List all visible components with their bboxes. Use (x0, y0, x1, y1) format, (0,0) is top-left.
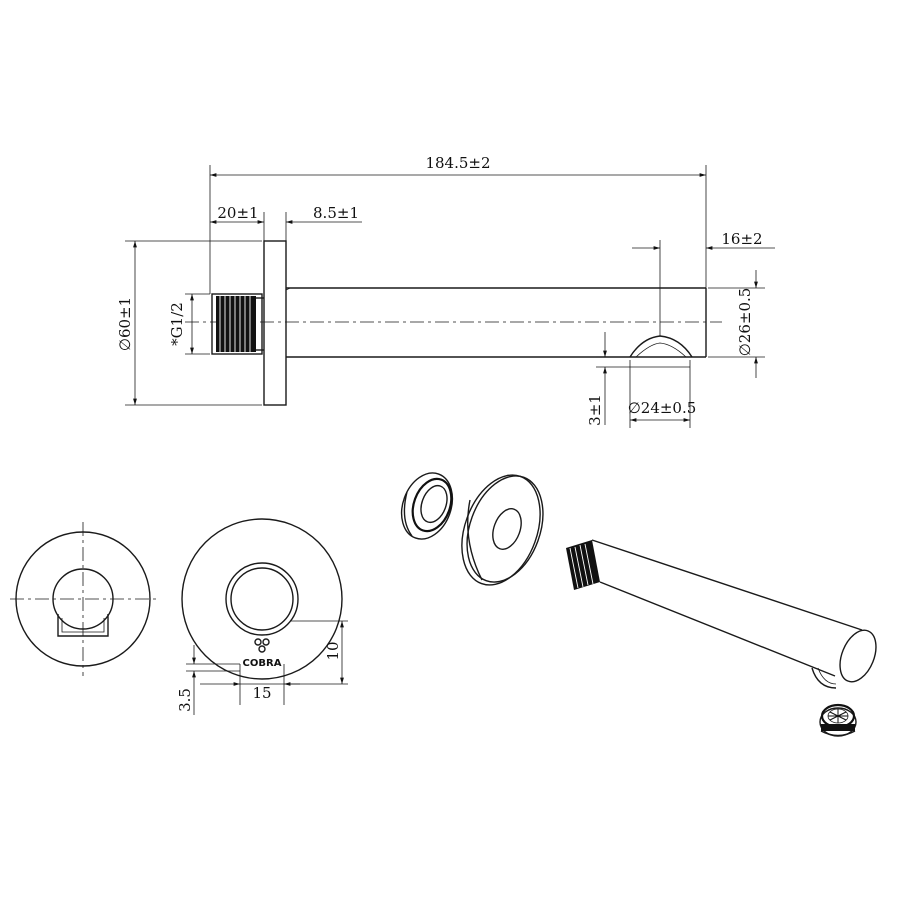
outlet-offset-label: 16±2 (721, 230, 762, 248)
aerator (819, 703, 857, 737)
wall-flange (263, 240, 287, 406)
outlet-edge-label: 3.5 (176, 688, 194, 712)
spout-diameter-label: ∅26±0.5 (736, 288, 754, 357)
flange-thread-label: 20±1 (217, 204, 258, 222)
outlet-gap-label: 3±1 (586, 394, 604, 426)
flange-front-view: COBRA 10 15 3.5 (176, 518, 348, 715)
threaded-connector (211, 293, 264, 355)
flange-disc (461, 474, 544, 586)
outlet-diameter-label: ∅24±0.5 (628, 399, 697, 417)
cobra-logo: COBRA (243, 638, 282, 669)
seal-ring (400, 472, 454, 540)
spout-body (566, 539, 877, 689)
flange-diameter-label: ∅60±1 (116, 297, 134, 351)
exploded-isometric-view (400, 472, 877, 737)
overall-length-label: 184.5±2 (425, 154, 490, 172)
brand-name: COBRA (243, 658, 282, 669)
side-elevation-view: 184.5±2 20±1 8.5±1 16±2 ∅60±1 *G1/2 ∅26±… (116, 154, 775, 428)
outlet-end-view (10, 522, 160, 676)
thread-size-label: *G1/2 (168, 302, 186, 346)
spout-tube (285, 287, 707, 358)
outlet-width-label: 15 (252, 684, 271, 702)
flange-thickness-label: 8.5±1 (313, 204, 359, 222)
outlet-height-label: 10 (324, 641, 342, 660)
